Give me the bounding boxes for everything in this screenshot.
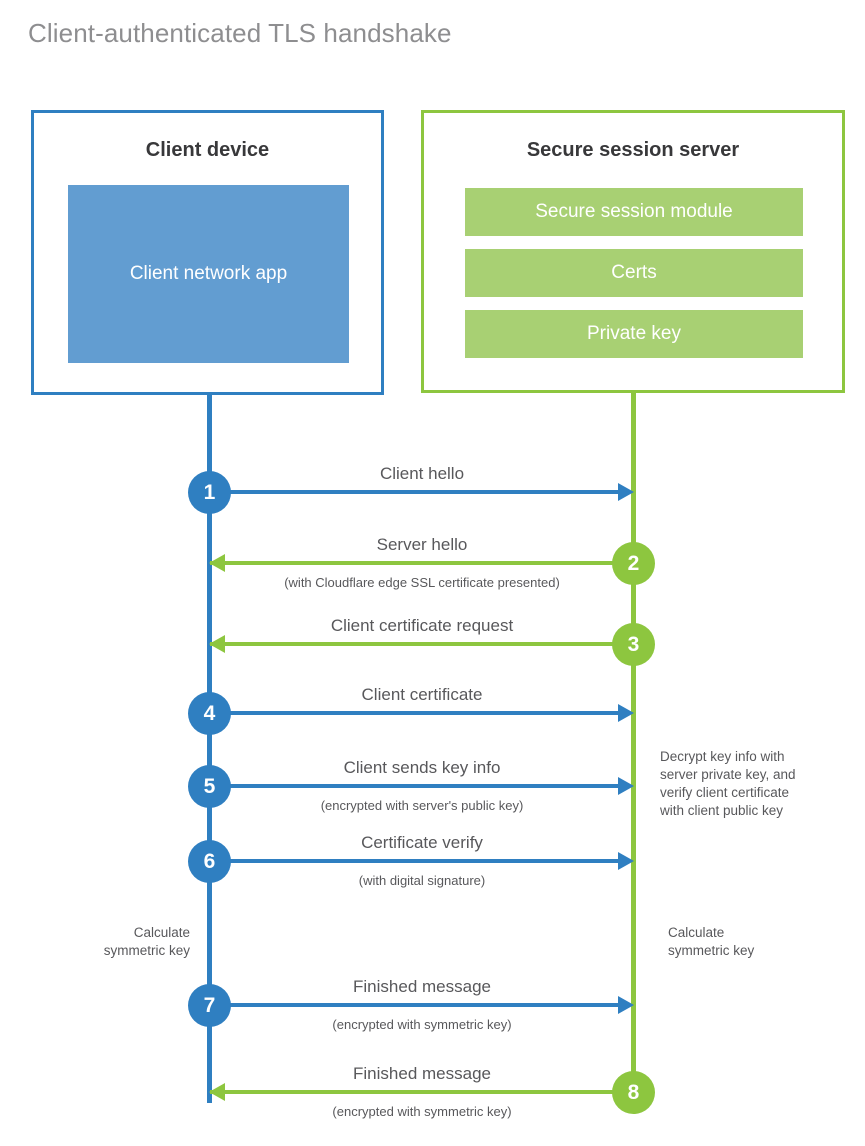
arrow-head-left-2: [209, 554, 225, 572]
note-line: verify client certificate: [660, 785, 790, 800]
arrow-shaft-3: [210, 642, 630, 646]
note-server-decrypt: Decrypt key info with server private key…: [660, 748, 845, 820]
message-sublabel-5: (encrypted with server's public key): [320, 798, 524, 813]
arrow-shaft-1: [210, 490, 630, 494]
server-module-bar: Secure session module: [465, 188, 803, 236]
client-network-app-block: Client network app: [68, 185, 349, 363]
note-line: symmetric key: [668, 943, 755, 958]
step-circle-1[interactable]: 1: [188, 471, 231, 514]
note-line: with client public key: [660, 803, 784, 818]
secure-session-server-title: Secure session server: [526, 139, 740, 161]
message-sublabel-2: (with Cloudflare edge SSL certificate pr…: [284, 575, 560, 590]
arrow-head-left-8: [209, 1083, 225, 1101]
message-label-5: Client sends key info: [343, 758, 501, 777]
message-sublabel-8: (encrypted with symmetric key): [332, 1104, 512, 1119]
note-client-calculate-symmetric-key: Calculate symmetric key: [20, 924, 190, 960]
arrow-shaft-4: [210, 711, 630, 715]
client-device-box: Client device Client network app: [31, 110, 384, 395]
message-label-6: Certificate verify: [361, 833, 483, 852]
arrow-shaft-8: [210, 1090, 630, 1094]
message-label-1: Client hello: [379, 464, 465, 483]
server-module-bar: Private key: [465, 310, 803, 358]
secure-session-server-box: Secure session server Secure session mod…: [421, 110, 845, 393]
note-line: Calculate: [668, 925, 725, 940]
note-line: Decrypt key info with: [660, 749, 785, 764]
message-label-7: Finished message: [353, 977, 491, 996]
arrow-head-left-3: [209, 635, 225, 653]
message-sublabel-7: (encrypted with symmetric key): [332, 1017, 512, 1032]
step-circle-6[interactable]: 6: [188, 840, 231, 883]
page-title: Client-authenticated TLS handshake: [28, 18, 452, 48]
client-device-title: Client device: [145, 139, 270, 161]
server-module-bar: Certs: [465, 249, 803, 297]
note-line: Calculate: [133, 925, 190, 940]
note-line: symmetric key: [103, 943, 190, 958]
step-circle-4[interactable]: 4: [188, 692, 231, 735]
server-lifeline: [631, 391, 636, 1097]
step-circle-2[interactable]: 2: [612, 542, 655, 585]
note-line: server private key, and: [660, 767, 796, 782]
note-server-calculate-symmetric-key: Calculate symmetric key: [668, 924, 848, 960]
step-circle-5[interactable]: 5: [188, 765, 231, 808]
message-label-4: Client certificate: [361, 685, 483, 704]
message-sublabel-6: (with digital signature): [358, 873, 486, 888]
arrow-shaft-2: [210, 561, 630, 565]
step-circle-7[interactable]: 7: [188, 984, 231, 1027]
step-circle-8[interactable]: 8: [612, 1071, 655, 1114]
arrow-shaft-7: [210, 1003, 630, 1007]
arrow-head-right-4: [618, 704, 634, 722]
arrow-head-right-6: [618, 852, 634, 870]
server-module-list: Secure session module Certs Private key: [465, 188, 803, 358]
client-lifeline: [207, 393, 212, 1103]
step-circle-3[interactable]: 3: [612, 623, 655, 666]
arrow-head-right-5: [618, 777, 634, 795]
arrow-shaft-6: [210, 859, 630, 863]
message-label-2: Server hello: [376, 535, 468, 554]
message-label-3: Client certificate request: [330, 616, 514, 635]
message-label-8: Finished message: [353, 1064, 491, 1083]
arrow-shaft-5: [210, 784, 630, 788]
arrow-head-right-7: [618, 996, 634, 1014]
arrow-head-right-1: [618, 483, 634, 501]
